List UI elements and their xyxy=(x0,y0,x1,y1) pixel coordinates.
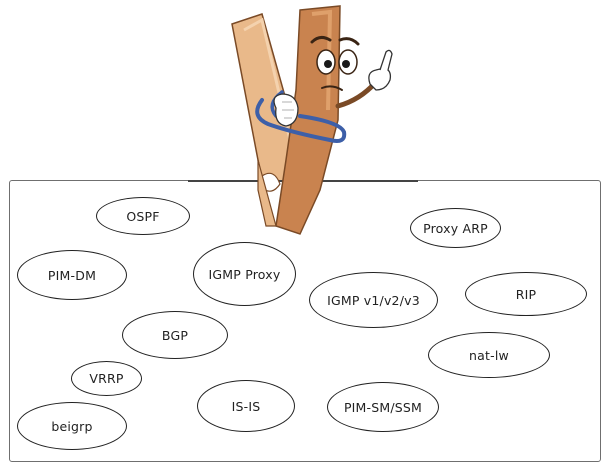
spring-icon xyxy=(255,98,347,143)
left-eyebrow xyxy=(310,35,332,44)
protocol-proxy-arp: Proxy ARP xyxy=(410,208,501,248)
protocol-pim-sm-ssm: PIM-SM/SSM xyxy=(327,382,439,432)
protocol-vrrp: VRRP xyxy=(71,361,142,396)
clothespin-front xyxy=(255,5,393,235)
protocol-nat-lw: nat-lw xyxy=(428,332,550,378)
protocol-igmp-v1-v2-v3: IGMP v1/v2/v3 xyxy=(309,272,438,328)
protocol-beigrp: beigrp xyxy=(17,402,127,450)
right-eyebrow xyxy=(338,37,360,46)
protocol-igmp-proxy: IGMP Proxy xyxy=(193,242,296,306)
pointing-hand-icon xyxy=(368,49,393,91)
protocol-rip: RIP xyxy=(465,272,587,316)
holding-hand-icon xyxy=(273,93,299,127)
protocol-is-is: IS-IS xyxy=(197,380,295,432)
mouth xyxy=(321,85,343,91)
eyes-icon xyxy=(316,49,358,75)
protocol-pim-dm: PIM-DM xyxy=(17,250,127,300)
pointing-arm xyxy=(335,79,379,109)
protocol-bgp: BGP xyxy=(122,311,228,359)
protocol-ospf: OSPF xyxy=(96,197,190,235)
